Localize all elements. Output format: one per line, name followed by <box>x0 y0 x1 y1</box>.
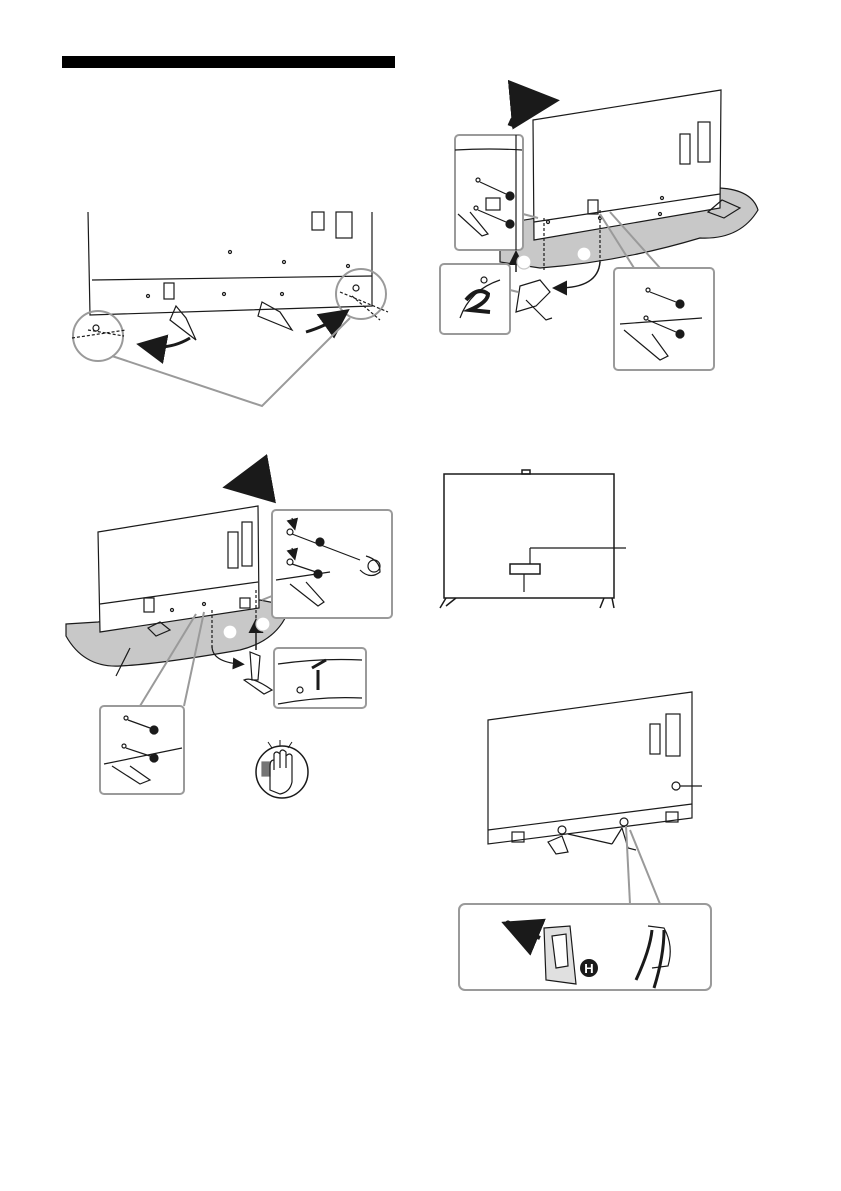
figure-front-view-sensor <box>440 470 626 608</box>
figure-attach-leg-right <box>440 90 758 370</box>
cable-holder-letter: H <box>584 961 593 976</box>
figure-remove-stand-legs <box>72 212 388 406</box>
figure-attach-leg-left <box>66 483 392 798</box>
figure-cable-holders <box>459 692 711 990</box>
